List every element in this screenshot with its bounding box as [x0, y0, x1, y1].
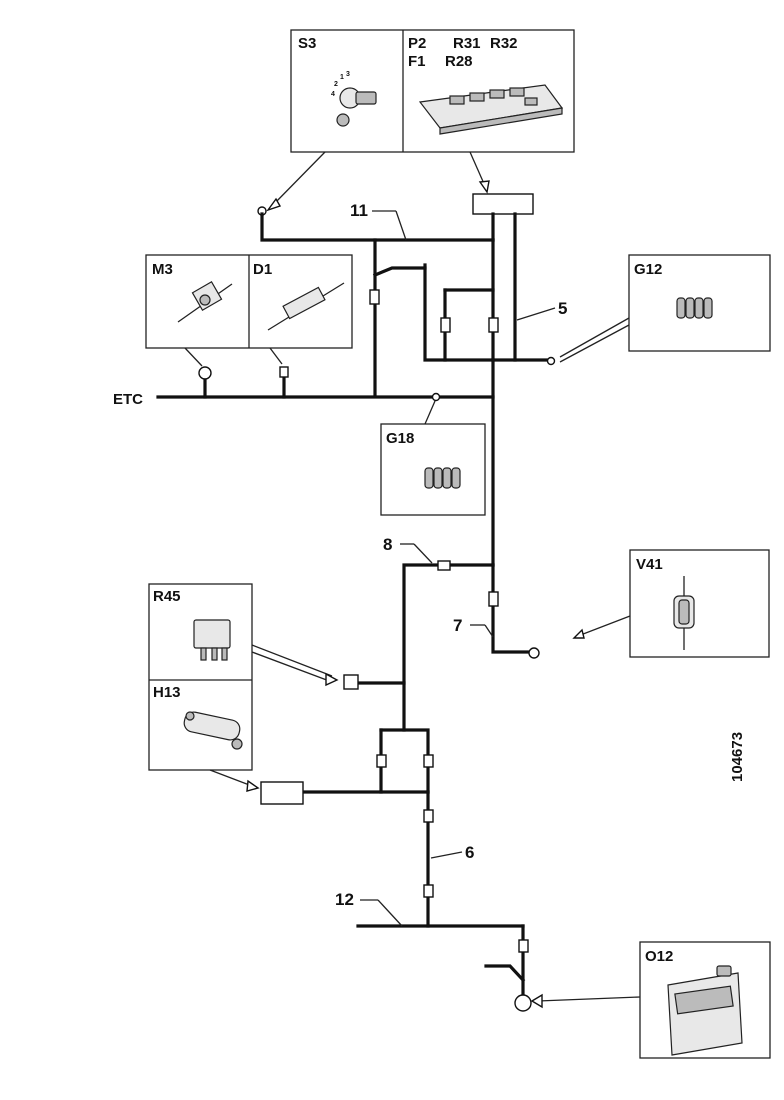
motor-m3-icon — [177, 281, 233, 323]
label-r45: R45 — [153, 588, 181, 605]
wire-number-7: 7 — [453, 616, 462, 635]
wire-number-5: 5 — [558, 299, 567, 318]
label-v41: V41 — [636, 556, 663, 573]
ground-g18-icon — [424, 467, 461, 489]
label-g12: G12 — [634, 261, 662, 278]
label-g18: G18 — [386, 430, 414, 447]
component-box-v41 — [629, 549, 770, 658]
dial-mark-3: 3 — [346, 71, 350, 78]
leader-r45 — [251, 644, 333, 677]
connector-v41 — [528, 647, 540, 659]
label-o12: O12 — [645, 948, 673, 965]
ground-g12-icon — [676, 297, 713, 319]
connector-p2 — [472, 193, 534, 215]
connector-r45 — [343, 674, 359, 690]
arrow-p2 — [478, 180, 490, 194]
leader-p2 — [469, 151, 486, 187]
wire-number-labels: 11 5 8 7 6 12 — [335, 201, 567, 927]
wire-number-6: 6 — [465, 843, 474, 862]
control-unit-o12-icon — [667, 965, 743, 1056]
leader-v41 — [577, 615, 631, 637]
dial-mark-4: 4 — [331, 91, 335, 98]
connector-o12 — [514, 994, 532, 1012]
leader-g18 — [424, 400, 436, 425]
dial-mark-2: 2 — [334, 81, 338, 88]
leader-g12 — [559, 317, 630, 358]
label-d1: D1 — [253, 261, 272, 278]
label-r31: R31 — [453, 35, 481, 52]
dial-mark-1: 1 — [340, 74, 344, 81]
valve-v41-icon — [673, 576, 695, 650]
leader-h13 — [209, 769, 253, 787]
label-p2: P2 — [408, 35, 426, 52]
connector-m3 — [198, 366, 212, 380]
wire-harness — [156, 212, 550, 997]
connector-h13 — [260, 781, 304, 805]
diode-d1-icon — [267, 282, 345, 331]
label-r32: R32 — [490, 35, 518, 52]
figure-number: 104673 — [729, 732, 746, 782]
heater-h13-icon — [183, 711, 243, 750]
label-r28: R28 — [445, 53, 473, 70]
label-h13: H13 — [153, 684, 181, 701]
connector-g18 — [431, 392, 441, 402]
label-f1: F1 — [408, 53, 426, 70]
switch-s3-icon: 1 2 3 4 — [331, 71, 377, 127]
leader-m3 — [184, 347, 203, 367]
wire-number-12: 12 — [335, 890, 354, 909]
leader-s3 — [271, 151, 326, 207]
arrow-s3 — [266, 197, 282, 212]
label-m3: M3 — [152, 261, 173, 278]
label-s3: S3 — [298, 35, 316, 52]
wire-number-8: 8 — [383, 535, 392, 554]
relay-r45-icon — [193, 619, 231, 661]
wire-number-11: 11 — [350, 201, 368, 220]
connector-g12 — [546, 356, 556, 366]
inline-connectors — [279, 289, 529, 953]
leader-d1 — [269, 347, 283, 365]
instrument-panel-p2-icon — [418, 84, 564, 135]
leader-o12 — [537, 996, 641, 1002]
label-etc: ETC — [113, 391, 143, 408]
